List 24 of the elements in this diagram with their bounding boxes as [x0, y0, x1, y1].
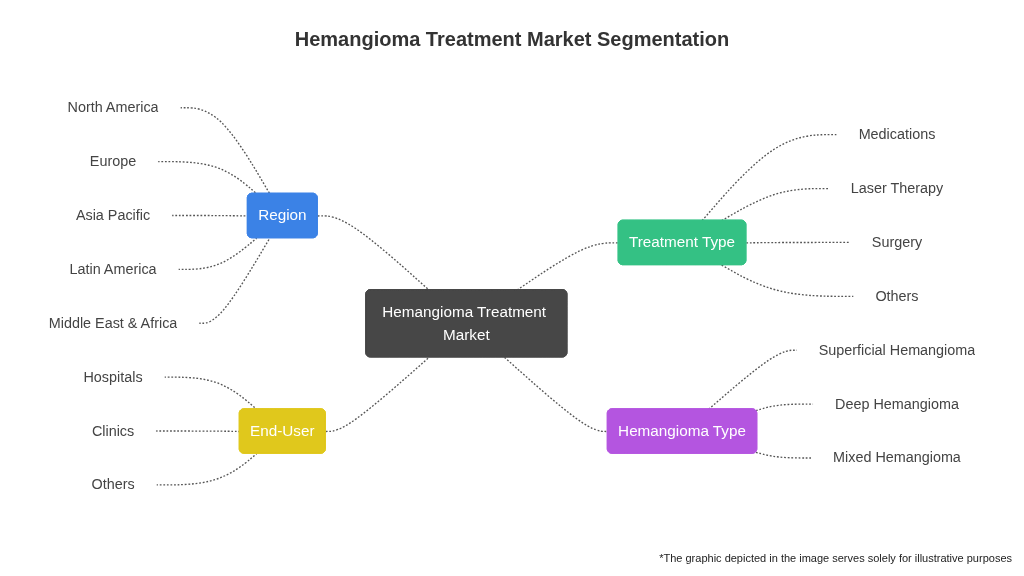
- connector: [745, 241, 851, 244]
- connector: [701, 133, 838, 221]
- connector: [325, 356, 430, 432]
- node-text: Clinics: [91, 422, 135, 438]
- connector: [198, 237, 271, 324]
- node-text: Latin America: [69, 260, 157, 277]
- node-text: Mixed Hemangioma: [833, 449, 961, 465]
- node-text: Surgery: [871, 234, 923, 250]
- connector: [503, 356, 609, 432]
- node-text: Others: [875, 287, 919, 304]
- node-text: Asia Pacific: [75, 207, 151, 223]
- node-text: Deep Hemangioma: [835, 395, 959, 411]
- footnote: *The graphic depicted in the image serves solely for illustrative purposes: [659, 552, 1012, 564]
- connector: [755, 451, 813, 459]
- node-text: Medications: [858, 126, 936, 142]
- node-text: Superficial Hemangioma: [818, 341, 976, 358]
- node-text: Middle East & Africa: [48, 314, 178, 331]
- node-text: North America: [67, 99, 159, 115]
- connector: [317, 214, 430, 291]
- diagram-title: Hemangioma Treatment Market Segmentation: [293, 28, 731, 51]
- node-text: Europe: [89, 153, 137, 169]
- node-text: Hospitals: [83, 368, 143, 385]
- node-text: Laser Therapy: [850, 180, 944, 196]
- node-text: Others: [91, 476, 135, 492]
